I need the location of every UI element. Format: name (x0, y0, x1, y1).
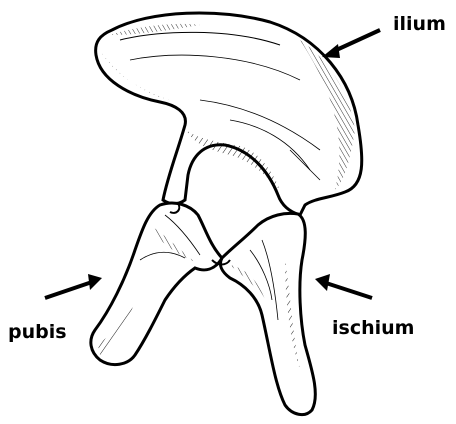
pubis-bone (91, 203, 222, 365)
label-ischium: ischium (332, 317, 414, 339)
ilium-arrow (322, 30, 380, 58)
label-ilium: ilium (393, 13, 446, 35)
label-pubis: pubis (8, 321, 67, 343)
ischium-arrow (315, 274, 372, 298)
ischium-bone (220, 213, 315, 414)
pubis-arrow (45, 274, 102, 298)
ilium-bone (96, 13, 362, 215)
